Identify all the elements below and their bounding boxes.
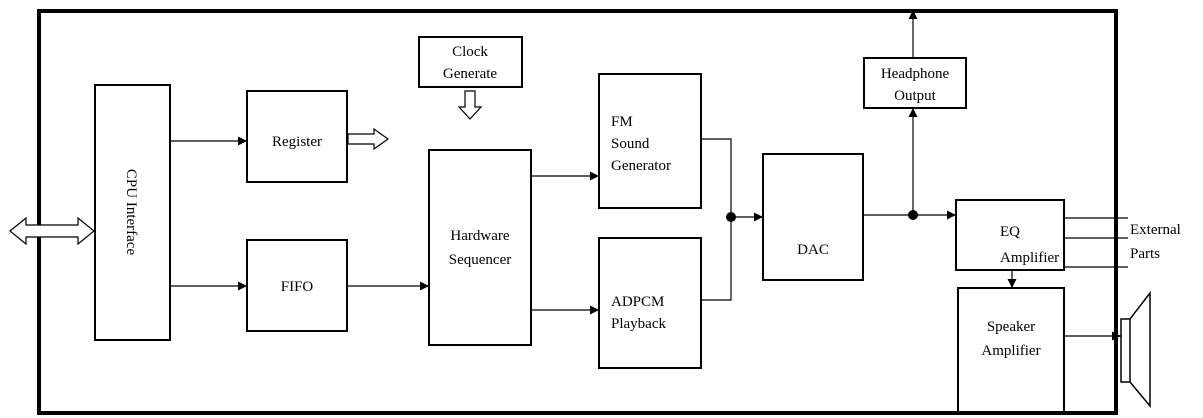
chip-outline <box>37 9 1118 415</box>
bidirectional-arrow-icon <box>9 216 95 246</box>
hardware-sequencer-label-line1: Hardware <box>450 228 509 244</box>
fifo-label: FIFO <box>281 279 314 295</box>
eq-amplifier-block: EQ Amplifier <box>955 199 1065 271</box>
register-label: Register <box>272 134 322 150</box>
speaker-amp-label-line1: Speaker <box>987 319 1035 335</box>
junction-dot-icon <box>726 212 736 222</box>
clock-generate-block: Clock Generate <box>418 36 523 88</box>
eq-label-line2: Amplifier <box>1000 250 1059 266</box>
speaker-icon <box>1120 290 1151 409</box>
hollow-arrow-icon <box>457 90 483 120</box>
eq-label-line1: EQ <box>1000 224 1020 240</box>
fm-label-line3: Generator <box>611 158 671 174</box>
cpu-interface-label: CPU Interface <box>123 169 139 256</box>
external-parts-label-line1: External <box>1130 222 1181 238</box>
fm-label-line1: FM <box>611 114 633 130</box>
adpcm-label-line1: ADPCM <box>611 294 664 310</box>
hardware-sequencer-block: Hardware Sequencer <box>428 149 532 346</box>
headphone-output-block: Headphone Output <box>863 57 967 109</box>
hardware-sequencer-label-line2: Sequencer <box>449 252 511 268</box>
clock-generate-label-line2: Generate <box>443 66 497 82</box>
external-parts-label-line2: Parts <box>1130 246 1160 262</box>
speaker-amp-label-line2: Amplifier <box>981 343 1040 359</box>
adpcm-playback-block: ADPCM Playback <box>598 237 702 369</box>
fm-sound-generator-block: FM Sound Generator <box>598 73 702 209</box>
fifo-block: FIFO <box>246 239 348 332</box>
fm-to-mix-line <box>701 138 732 301</box>
speaker-amplifier-block: Speaker Amplifier <box>957 287 1065 413</box>
junction-dot-icon <box>908 210 918 220</box>
adpcm-label-line2: Playback <box>611 316 666 332</box>
fm-label-line2: Sound <box>611 136 650 152</box>
headphone-label-line1: Headphone <box>881 66 950 82</box>
hollow-arrow-icon <box>347 127 390 151</box>
cpu-interface-block: CPU Interface <box>94 84 171 341</box>
register-block: Register <box>246 90 348 183</box>
dac-block: DAC <box>762 153 864 281</box>
headphone-label-line2: Output <box>894 88 937 104</box>
clock-generate-label-line1: Clock <box>452 44 488 60</box>
dac-label: DAC <box>797 242 829 258</box>
